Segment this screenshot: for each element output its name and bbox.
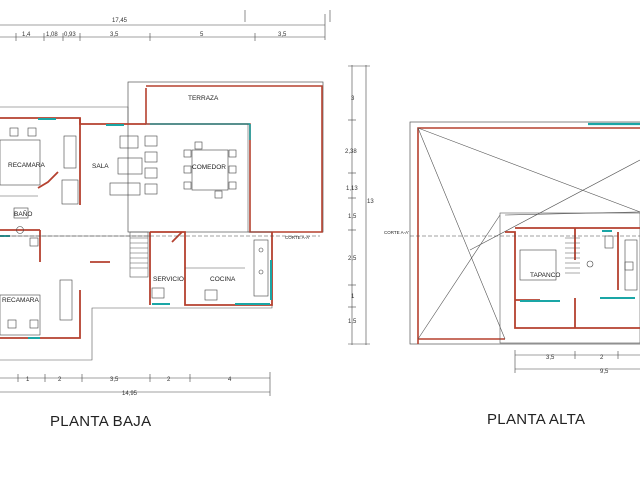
dim-vert-seg-6: 1 xyxy=(351,294,355,300)
dim-upper-seg-2: 2 xyxy=(600,355,604,361)
dim-vert-total: 13 xyxy=(367,199,374,205)
dim-bottom-seg-3: 3,5 xyxy=(110,377,119,383)
upper-stair xyxy=(565,237,580,274)
dim-vert-seg-1: 3 xyxy=(351,96,355,102)
exterior-walls xyxy=(0,117,273,339)
room-label-recamara-2: RECAMARA xyxy=(2,297,40,304)
dim-vert-seg-2: 2,38 xyxy=(345,149,357,155)
upper-glass xyxy=(520,230,635,302)
title-planta-baja: PLANTA BAJA xyxy=(50,413,152,430)
stair xyxy=(130,237,148,269)
vertical-dimension-lines xyxy=(348,65,370,345)
bath-fixtures xyxy=(13,207,39,247)
dim-vert-seg-4: 1,5 xyxy=(348,214,357,220)
dim-bottom-seg-4: 2 xyxy=(167,377,171,383)
bottom-dimension-lines xyxy=(0,372,271,396)
room-label-bano: BAÑO xyxy=(14,209,32,218)
interior-walls xyxy=(0,195,245,278)
section-mark-upper: CORTE A-A' xyxy=(384,230,409,235)
room-label-cocina: COCINA xyxy=(210,276,236,283)
bedroom-2-furniture xyxy=(0,279,73,336)
dim-upper-total: 9,5 xyxy=(600,369,609,375)
upper-roof-outline xyxy=(409,121,640,345)
section-mark-ground: CORTE A-A' xyxy=(285,235,310,240)
terrace-outline xyxy=(127,81,324,233)
kitchen-fixtures xyxy=(151,239,269,301)
dim-top-seg-5: 5 xyxy=(200,32,204,38)
room-label-recamara-1: RECAMARA xyxy=(8,162,46,169)
upper-floor-plan xyxy=(409,121,640,345)
room-label-comedor: COMEDOR xyxy=(192,164,226,171)
living-room-furniture xyxy=(109,135,158,196)
dim-top-seg-3: 0,93 xyxy=(64,32,76,38)
upper-walls xyxy=(505,227,640,329)
ground-floor-plan xyxy=(0,81,324,361)
house-outline xyxy=(0,106,273,361)
title-planta-alta: PLANTA ALTA xyxy=(487,411,586,428)
dim-bottom-seg-2: 2 xyxy=(58,377,62,383)
dim-top-seg-4: 3,5 xyxy=(110,32,119,38)
dim-bottom-seg-1: 1 xyxy=(26,377,30,383)
top-dimension-lines xyxy=(0,10,331,41)
room-label-sala: SALA xyxy=(92,163,109,170)
dim-top-seg-1: 1,4 xyxy=(22,32,31,38)
upper-rooms-outline xyxy=(499,212,640,344)
dim-vert-seg-7: 1,5 xyxy=(348,319,357,325)
dim-bottom-total: 14,95 xyxy=(122,391,138,397)
dim-vert-seg-5: 2,5 xyxy=(348,256,357,262)
room-label-tapanco: TAPANCO xyxy=(530,272,560,279)
room-label-servicio: SERVICIO xyxy=(153,276,184,283)
dining-table xyxy=(183,141,237,199)
dim-top-seg-2: 1,08 xyxy=(46,32,58,38)
dim-vert-seg-3: 1,13 xyxy=(346,186,358,192)
terrace-wall xyxy=(145,85,323,233)
dim-top-seg-6: 3,5 xyxy=(278,32,287,38)
dim-upper-seg-1: 3,5 xyxy=(546,355,555,361)
dim-top-total: 17,45 xyxy=(112,18,128,24)
bedroom-1-furniture xyxy=(0,127,79,205)
upper-dimension-lines xyxy=(514,350,640,373)
room-label-terraza: TERRAZA xyxy=(188,95,219,102)
roof-ridge-lines xyxy=(417,127,640,340)
dim-bottom-seg-5: 4 xyxy=(228,377,232,383)
